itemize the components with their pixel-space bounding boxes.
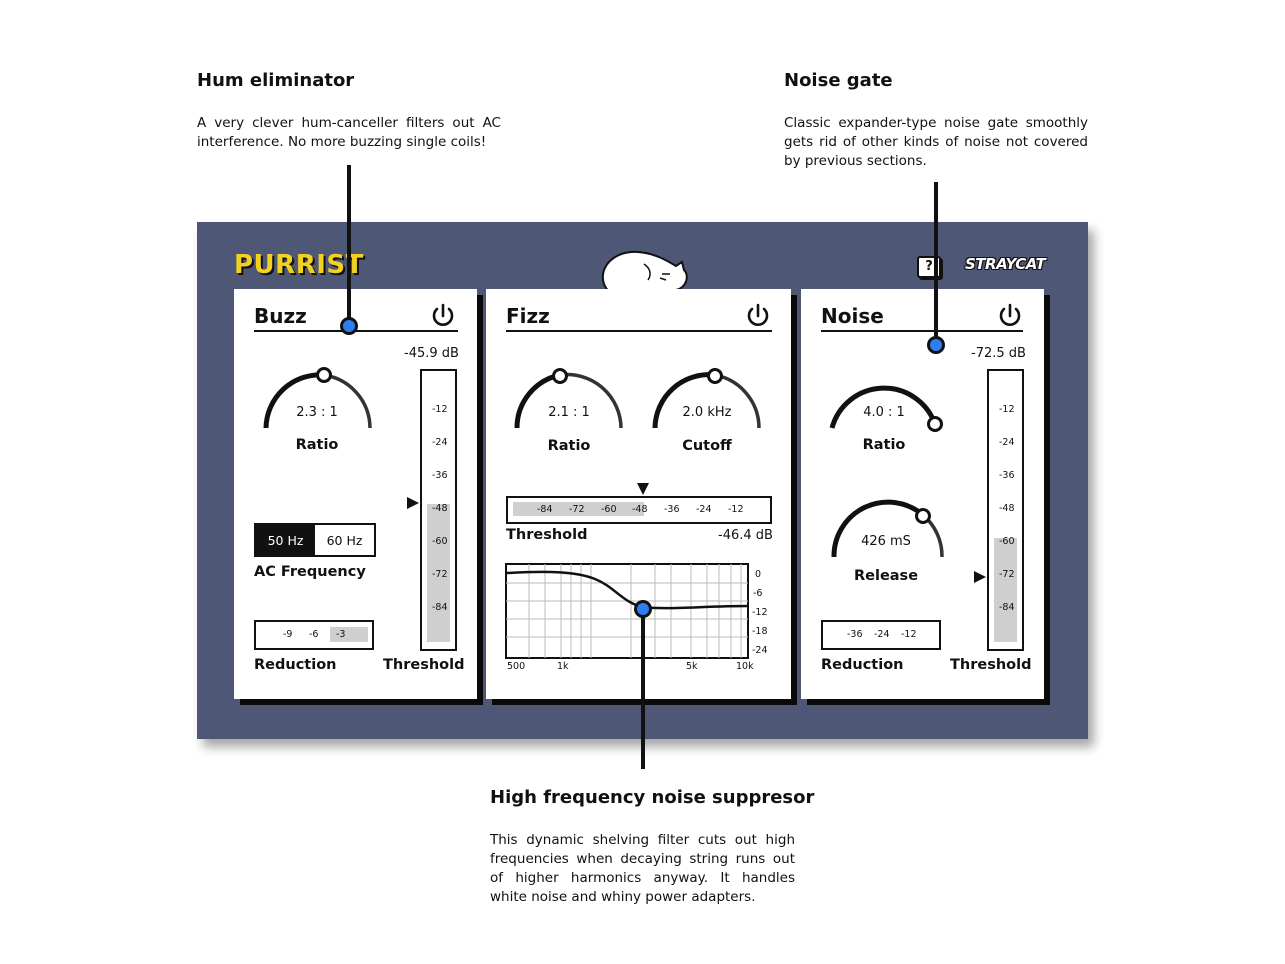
noise-red-tick: -36: [847, 629, 863, 640]
ac-50hz-option[interactable]: 50 Hz: [256, 525, 315, 555]
buzz-red-tick: -6: [309, 629, 319, 640]
noise-power-icon[interactable]: [997, 303, 1023, 329]
hum-callout-line: [347, 165, 351, 323]
fizz-ratio-value: 2.1 : 1: [548, 405, 590, 420]
noise-meter-tick: -84: [999, 602, 1015, 613]
fizz-ratio-knob[interactable]: [509, 366, 629, 436]
hum-callout-title: Hum eliminator: [197, 70, 355, 91]
fizz-threshold-meter[interactable]: -84 -72 -60 -48 -36 -24 -12: [506, 496, 772, 524]
buzz-meter-tick: -48: [432, 503, 448, 514]
hf-callout-dot: [634, 600, 652, 618]
hum-callout-dot: [340, 317, 358, 335]
noise-ratio-knob[interactable]: [824, 366, 948, 436]
fizz-meter-tick: -60: [601, 504, 617, 515]
fizz-meter-tick: -48: [632, 504, 648, 515]
noise-meter-tick: -24: [999, 437, 1015, 448]
noise-title: Noise: [821, 304, 884, 328]
gate-callout-dot: [927, 336, 945, 354]
gate-callout-desc: Classic expander-type noise gate smoothl…: [784, 115, 1088, 169]
noise-red-tick: -12: [901, 629, 917, 640]
fizz-graph-y-tick: -18: [752, 626, 768, 637]
buzz-power-icon[interactable]: [430, 303, 456, 329]
buzz-meter-tick: -24: [432, 437, 448, 448]
buzz-red-tick: -3: [336, 629, 346, 640]
buzz-meter-tick: -12: [432, 404, 448, 415]
noise-meter-tick: -72: [999, 569, 1015, 580]
noise-reduction-label: Reduction: [821, 657, 904, 673]
buzz-title: Buzz: [254, 304, 307, 328]
gate-callout-line: [934, 182, 938, 342]
buzz-ratio-label: Ratio: [295, 437, 339, 453]
gate-callout-title: Noise gate: [784, 70, 893, 91]
buzz-threshold-marker-icon[interactable]: [406, 496, 420, 510]
fizz-threshold-value: -46.4 dB: [718, 528, 773, 543]
buzz-meter-tick: -60: [432, 536, 448, 547]
fizz-graph-y-tick: -12: [752, 607, 768, 618]
fizz-title: Fizz: [506, 304, 550, 328]
buzz-threshold-label: Threshold: [383, 657, 465, 673]
ac-frequency-toggle: 50 Hz 60 Hz: [254, 523, 376, 557]
hf-callout-title: High frequency noise suppresor: [490, 787, 815, 808]
noise-red-tick: -24: [874, 629, 890, 640]
noise-release-knob[interactable]: [826, 495, 950, 565]
fizz-graph-y-tick: -6: [753, 588, 763, 599]
fizz-power-icon[interactable]: [745, 303, 771, 329]
noise-ratio-value: 4.0 : 1: [863, 405, 905, 420]
ac-frequency-label: AC Frequency: [254, 564, 366, 580]
noise-meter-tick: -36: [999, 470, 1015, 481]
buzz-threshold-value: -45.9 dB: [404, 346, 459, 361]
ac-60hz-option[interactable]: 60 Hz: [326, 532, 363, 548]
straycat-brand-logo: STRAYCAT: [965, 255, 1046, 273]
fizz-graph-x-tick: 1k: [557, 661, 569, 672]
buzz-meter-tick: -72: [432, 569, 448, 580]
fizz-meter-tick: -72: [569, 504, 585, 515]
buzz-ratio-value: 2.3 : 1: [296, 405, 338, 420]
hum-callout-desc: A very clever hum-canceller filters out …: [197, 115, 501, 150]
noise-threshold-marker-icon[interactable]: [973, 570, 987, 584]
noise-meter-tick: -12: [999, 404, 1015, 415]
noise-threshold-meter[interactable]: -12 -24 -36 -48 -60 -72 -84: [987, 369, 1024, 651]
fizz-graph-x-tick: 10k: [736, 661, 754, 672]
purrist-logo: PURRIST: [234, 250, 364, 280]
fizz-meter-tick: -12: [728, 504, 744, 515]
noise-threshold-value: -72.5 dB: [971, 346, 1026, 361]
fizz-graph-y-tick: 0: [755, 569, 762, 580]
fizz-cutoff-value: 2.0 kHz: [682, 405, 732, 420]
fizz-graph-x-tick: 500: [507, 661, 526, 672]
noise-ratio-label: Ratio: [862, 437, 906, 453]
noise-release-label: Release: [853, 568, 919, 584]
fizz-threshold-label: Threshold: [506, 527, 588, 543]
buzz-threshold-meter[interactable]: -12 -24 -36 -48 -60 -72 -84: [420, 369, 457, 651]
fizz-response-graph[interactable]: [505, 563, 749, 659]
buzz-reduction-label: Reduction: [254, 657, 337, 673]
buzz-meter-tick: -84: [432, 602, 448, 613]
hf-callout-line: [641, 607, 645, 769]
fizz-meter-tick: -84: [537, 504, 553, 515]
buzz-red-tick: -9: [283, 629, 293, 640]
fizz-graph-x-tick: 5k: [686, 661, 698, 672]
hf-callout-desc: This dynamic shelving filter cuts out hi…: [490, 832, 795, 905]
fizz-cutoff-knob[interactable]: [647, 366, 767, 436]
buzz-meter-tick: -36: [432, 470, 448, 481]
noise-release-value: 426 mS: [861, 534, 911, 549]
fizz-threshold-marker-icon[interactable]: [636, 482, 650, 496]
fizz-title-rule: [506, 330, 772, 332]
buzz-reduction-meter: -9 -6 -3: [254, 620, 374, 650]
fizz-cutoff-label: Cutoff: [682, 438, 732, 454]
noise-meter-tick: -60: [999, 536, 1015, 547]
noise-meter-tick: -48: [999, 503, 1015, 514]
noise-reduction-meter: -36 -24 -12: [821, 620, 941, 650]
fizz-graph-y-tick: -24: [752, 645, 768, 656]
buzz-ratio-knob[interactable]: [258, 366, 378, 436]
fizz-ratio-label: Ratio: [547, 438, 591, 454]
fizz-meter-tick: -24: [696, 504, 712, 515]
noise-title-rule: [821, 330, 1023, 332]
fizz-meter-tick: -36: [664, 504, 680, 515]
noise-threshold-label: Threshold: [950, 657, 1032, 673]
